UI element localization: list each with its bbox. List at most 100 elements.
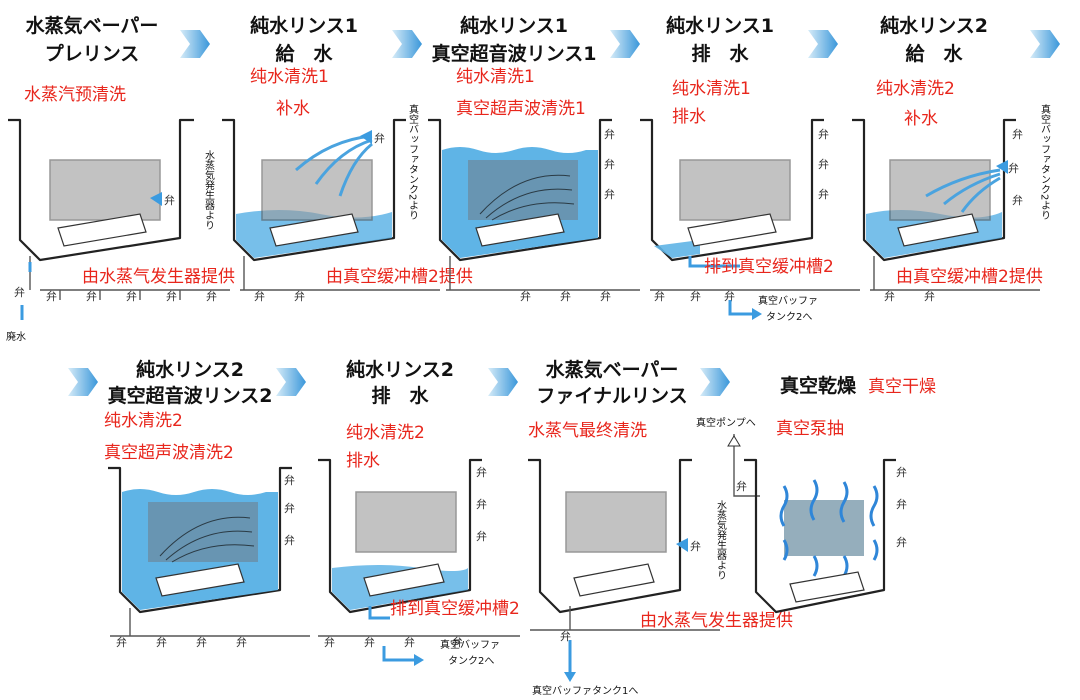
step-8-red-1: 水蒸气最终清洗 xyxy=(528,421,647,441)
flow-arrow-8 xyxy=(488,368,518,396)
tank-4 xyxy=(640,118,824,262)
flow-arrow-3 xyxy=(610,30,640,58)
svg-text:弁: 弁 xyxy=(324,635,335,649)
drain-valve-1: 弁 xyxy=(14,285,25,299)
svg-text:弁: 弁 xyxy=(818,127,829,141)
svg-text:弁: 弁 xyxy=(604,187,615,201)
step-5-note: 由真空缓冲槽2提供 xyxy=(896,267,1043,287)
step-2-title-2: 給 水 xyxy=(275,42,333,65)
step-9-vacuum-dry: 真空乾燥 真空干燥 真空ポンプへ 真空泵抽 弁 弁 弁 弁 xyxy=(696,374,936,614)
svg-text:弁: 弁 xyxy=(560,629,571,643)
supply-valve-2: 弁 xyxy=(360,130,385,145)
step-4-title-1: 純水リンス1 xyxy=(666,14,774,37)
svg-text:弁: 弁 xyxy=(156,635,167,649)
svg-text:弁: 弁 xyxy=(476,529,487,543)
rack-7 xyxy=(363,563,445,597)
step-1-source: 水蒸気発生器より xyxy=(203,150,215,230)
svg-text:弁: 弁 xyxy=(600,289,611,303)
step-1-title-2: プレリンス xyxy=(45,42,140,65)
step-4-red-2: 排水 xyxy=(672,107,706,127)
step-8-drain-label: 真空バッファタンク1へ xyxy=(532,684,638,697)
rack-9 xyxy=(789,571,865,603)
step-9-title-red: 真空干燥 xyxy=(868,377,936,397)
svg-text:弁: 弁 xyxy=(896,465,907,479)
step-3-red-2: 真空超声波清洗1 xyxy=(456,99,586,119)
step-5-red-2: 补水 xyxy=(904,109,938,129)
basket-6 xyxy=(148,502,258,562)
step-7-title-1: 純水リンス2 xyxy=(346,358,454,381)
svg-text:弁: 弁 xyxy=(46,289,57,303)
rack-5 xyxy=(897,213,979,247)
step-4-drain-label-1: 真空バッファ xyxy=(758,294,818,307)
svg-text:弁: 弁 xyxy=(924,289,935,303)
svg-text:弁: 弁 xyxy=(1012,127,1023,141)
step-3-ultrasonic: 純水リンス1 真空超音波リンス1 纯水清洗1 真空超声波清洗1 弁 弁 弁 弁 … xyxy=(428,14,640,303)
svg-text:弁: 弁 xyxy=(476,465,487,479)
flow-arrow-5 xyxy=(1030,30,1060,58)
tank-5 xyxy=(852,118,1016,262)
svg-text:弁: 弁 xyxy=(896,497,907,511)
steam-inlet-valve-8: 弁 xyxy=(676,538,701,553)
step-7-red-1: 纯水清洗2 xyxy=(346,423,425,443)
svg-text:弁: 弁 xyxy=(166,289,177,303)
rack-4 xyxy=(687,213,777,247)
step-7-note: 排到真空缓冲槽2 xyxy=(390,599,520,619)
svg-text:弁: 弁 xyxy=(236,635,247,649)
step-3-red-1: 纯水清洗1 xyxy=(456,67,535,87)
step-2-red-1: 纯水清洗1 xyxy=(250,67,329,87)
svg-text:弁: 弁 xyxy=(374,131,385,145)
tank-2 xyxy=(222,118,406,262)
svg-text:弁: 弁 xyxy=(294,289,305,303)
step-4-red-1: 纯水清洗1 xyxy=(672,79,751,99)
step-2-supply: 純水リンス1 給 水 纯水清洗1 补水 弁 真空バッファタンク2より 弁 弁 由… xyxy=(222,14,473,303)
step-5-title-2: 給 水 xyxy=(905,42,963,65)
step-5-source: 真空バッファタンク2より xyxy=(1039,103,1051,221)
step-8-title-2: ファイナルリンス xyxy=(536,385,687,407)
rack-3 xyxy=(475,213,565,247)
step-9-title: 真空乾燥 xyxy=(780,374,857,397)
step-3-title-1: 純水リンス1 xyxy=(460,14,568,37)
flow-arrow-9 xyxy=(700,368,730,396)
step-4-note: 排到真空缓冲槽2 xyxy=(704,257,834,277)
step-7-drain-label-2: タンク2へ xyxy=(448,655,494,667)
svg-text:弁: 弁 xyxy=(520,289,531,303)
step-8-final-rinse: 水蒸気ベーパー ファイナルリンス 水蒸气最终清洗 弁 水蒸気発生器より 弁 真空… xyxy=(528,358,793,697)
step-8-note: 由水蒸气发生器提供 xyxy=(640,611,793,631)
svg-text:弁: 弁 xyxy=(654,289,665,303)
svg-text:弁: 弁 xyxy=(86,289,97,303)
step-1-red-label: 水蒸汽预清洗 xyxy=(24,85,126,105)
basket-2 xyxy=(261,159,373,221)
svg-text:弁: 弁 xyxy=(884,289,895,303)
svg-text:弁: 弁 xyxy=(364,635,375,649)
step-8-source: 水蒸気発生器より xyxy=(715,500,727,580)
step-6-title-2: 真空超音波リンス2 xyxy=(108,384,273,407)
basket-7 xyxy=(355,491,457,553)
svg-text:弁: 弁 xyxy=(284,473,295,487)
flow-arrow-7 xyxy=(276,368,306,396)
step-4-drain: 純水リンス1 排 水 纯水清洗1 排水 排到真空缓冲槽2 弁 弁 弁 真空バッフ… xyxy=(640,14,860,323)
svg-text:弁: 弁 xyxy=(896,535,907,549)
svg-text:弁: 弁 xyxy=(1008,161,1019,175)
step-5-supply: 純水リンス2 給 水 纯水清洗2 补水 弁 真空バッファタンク2より 弁 弁 由… xyxy=(852,14,1051,303)
svg-text:弁: 弁 xyxy=(818,157,829,171)
step-2-red-2: 补水 xyxy=(276,99,310,119)
svg-text:弁: 弁 xyxy=(164,193,175,207)
basket-3 xyxy=(468,160,578,220)
svg-text:弁: 弁 xyxy=(284,501,295,515)
basket-4 xyxy=(679,159,791,221)
rack-1 xyxy=(57,213,147,247)
tank-8 xyxy=(528,458,692,614)
tank-3 xyxy=(428,118,612,262)
step-9-red: 真空泵抽 xyxy=(776,419,844,439)
supply-valve-5: 弁 xyxy=(996,160,1019,175)
step-2-title-1: 純水リンス1 xyxy=(250,14,358,37)
step-1-title-1: 水蒸気ベーパー xyxy=(26,14,159,37)
svg-text:弁: 弁 xyxy=(206,289,217,303)
svg-text:弁: 弁 xyxy=(818,187,829,201)
spray-5 xyxy=(925,168,1001,213)
svg-text:弁: 弁 xyxy=(604,127,615,141)
tank-7 xyxy=(318,458,482,614)
tank-6 xyxy=(108,466,292,614)
svg-text:弁: 弁 xyxy=(476,497,487,511)
svg-text:弁: 弁 xyxy=(452,635,463,649)
